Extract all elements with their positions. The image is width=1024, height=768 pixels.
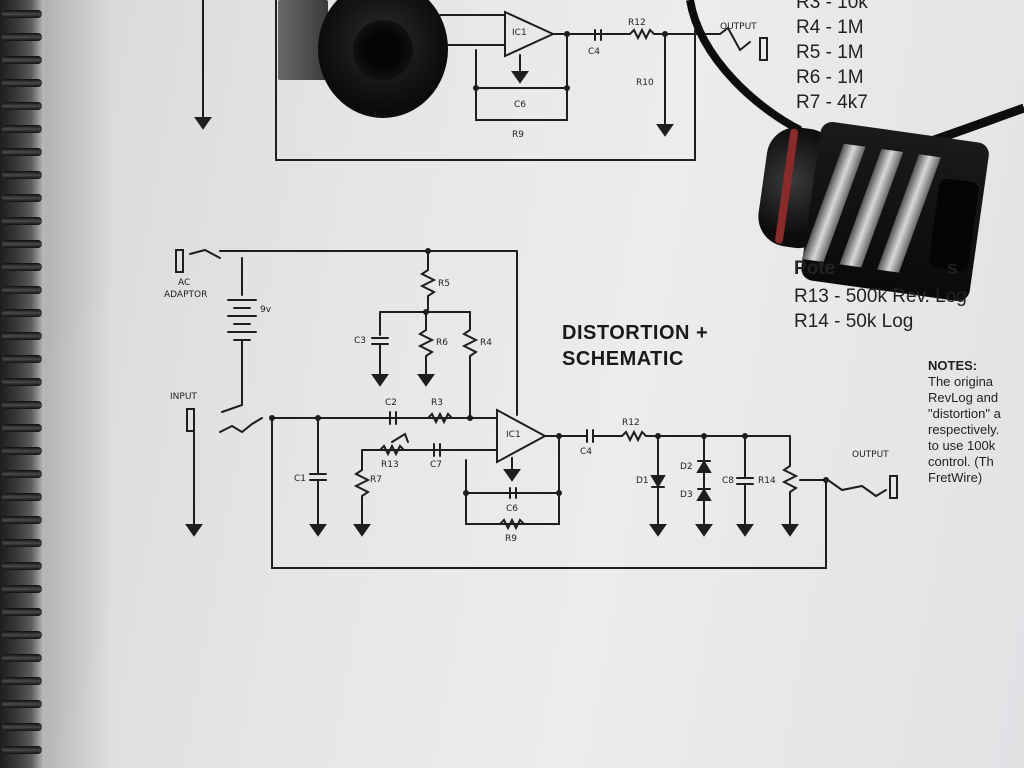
- binding-coil: [2, 723, 42, 731]
- binding-coil: [2, 286, 42, 294]
- binding-coil: [2, 516, 42, 524]
- binding-coil: [2, 631, 42, 639]
- ic-label-top: IC1: [512, 28, 527, 38]
- binding-coil: [2, 608, 42, 616]
- c6-label: C6: [506, 504, 519, 514]
- c7-label: C7: [430, 460, 443, 470]
- c3-label: C3: [354, 336, 367, 346]
- ground-icon: [194, 117, 212, 130]
- r12-label: R12: [622, 418, 640, 428]
- r7-label: R7: [370, 475, 382, 485]
- binding-coil: [2, 378, 42, 386]
- pots-heading: Pote: [794, 258, 836, 279]
- pots-list: R13 - 500k Rev. Log R14 - 50k Log: [794, 284, 967, 334]
- r12-label-top: R12: [628, 18, 646, 28]
- d1-label: D1: [636, 476, 649, 486]
- r3-label: R3: [431, 398, 443, 408]
- binding-coil: [2, 677, 42, 685]
- binding-coil: [2, 240, 42, 248]
- c4-label: C4: [580, 447, 593, 457]
- pots-heading-tail: s: [947, 258, 958, 279]
- c8-label: C8: [722, 476, 735, 486]
- pot-item: R14 - 50k Log: [794, 311, 914, 332]
- binding-coil: [2, 746, 42, 754]
- binding-coil: [2, 355, 42, 363]
- page-shadow: [44, 0, 114, 768]
- parts-item: R5 - 1M: [796, 42, 864, 63]
- binding-coil: [2, 654, 42, 662]
- parts-item: R7 - 4k7: [796, 92, 868, 113]
- output-label-top: OUTPUT: [720, 22, 757, 32]
- top-return-wire: [275, 0, 696, 161]
- d2-label: D2: [680, 462, 693, 472]
- binding-coil: [2, 309, 42, 317]
- r4-label: R4: [480, 338, 492, 348]
- binding-coil: [2, 470, 42, 478]
- binding-coil: [2, 33, 42, 41]
- binding-coil: [2, 79, 42, 87]
- binding-coil: [2, 700, 42, 708]
- binding-coil: [2, 332, 42, 340]
- output-label: OUTPUT: [852, 450, 889, 460]
- adaptor-label: ADAPTOR: [164, 290, 208, 300]
- parts-item: R3 - 10k: [796, 0, 868, 13]
- binding-coil: [2, 10, 42, 18]
- schematic-title: DISTORTION + SCHEMATIC: [562, 322, 709, 370]
- parts-item: R6 - 1M: [796, 67, 864, 88]
- r10-label: R10: [636, 78, 654, 88]
- r6-label: R6: [436, 338, 448, 348]
- r5-label: R5: [438, 279, 450, 289]
- c1-label: C1: [294, 474, 307, 484]
- binding-coil: [2, 493, 42, 501]
- r9-label: R9: [505, 534, 517, 544]
- notes: NOTES: The origina RevLog and "distortio…: [928, 358, 1001, 485]
- input-label: INPUT: [170, 392, 197, 402]
- ic-label: IC1: [506, 430, 521, 440]
- c2-label: C2: [385, 398, 398, 408]
- spiral-binding: [0, 0, 44, 768]
- r9-label-top: R9: [512, 130, 524, 140]
- r13-label: R13: [381, 460, 399, 470]
- c4-label-top: C4: [588, 47, 601, 57]
- binding-coil: [2, 562, 42, 570]
- binding-coil: [2, 539, 42, 547]
- parts-item: R4 - 1M: [796, 17, 864, 38]
- binding-coil: [2, 447, 42, 455]
- binding-coil: [2, 56, 42, 64]
- binding-coil: [2, 125, 42, 133]
- c6-label-top: C6: [514, 100, 527, 110]
- ac-label: AC: [178, 278, 191, 288]
- binding-coil: [2, 401, 42, 409]
- notes-heading: NOTES:: [928, 358, 978, 373]
- opamp-icon: [496, 408, 548, 464]
- binding-coil: [2, 585, 42, 593]
- binding-coil: [2, 171, 42, 179]
- parts-list: R3 - 10k R4 - 1M R5 - 1M R6 - 1M R7 - 4k…: [796, 0, 868, 115]
- binding-coil: [2, 102, 42, 110]
- d3-label: D3: [680, 490, 693, 500]
- pot-item: R13 - 500k Rev. Log: [794, 286, 967, 307]
- binding-coil: [2, 148, 42, 156]
- binding-coil: [2, 217, 42, 225]
- top-opamp-icon: [504, 10, 556, 58]
- binding-coil: [2, 263, 42, 271]
- r14-label: R14: [758, 476, 776, 486]
- battery-label: 9v: [260, 305, 272, 315]
- binding-coil: [2, 194, 42, 202]
- top-jack: [278, 0, 448, 118]
- binding-coil: [2, 424, 42, 432]
